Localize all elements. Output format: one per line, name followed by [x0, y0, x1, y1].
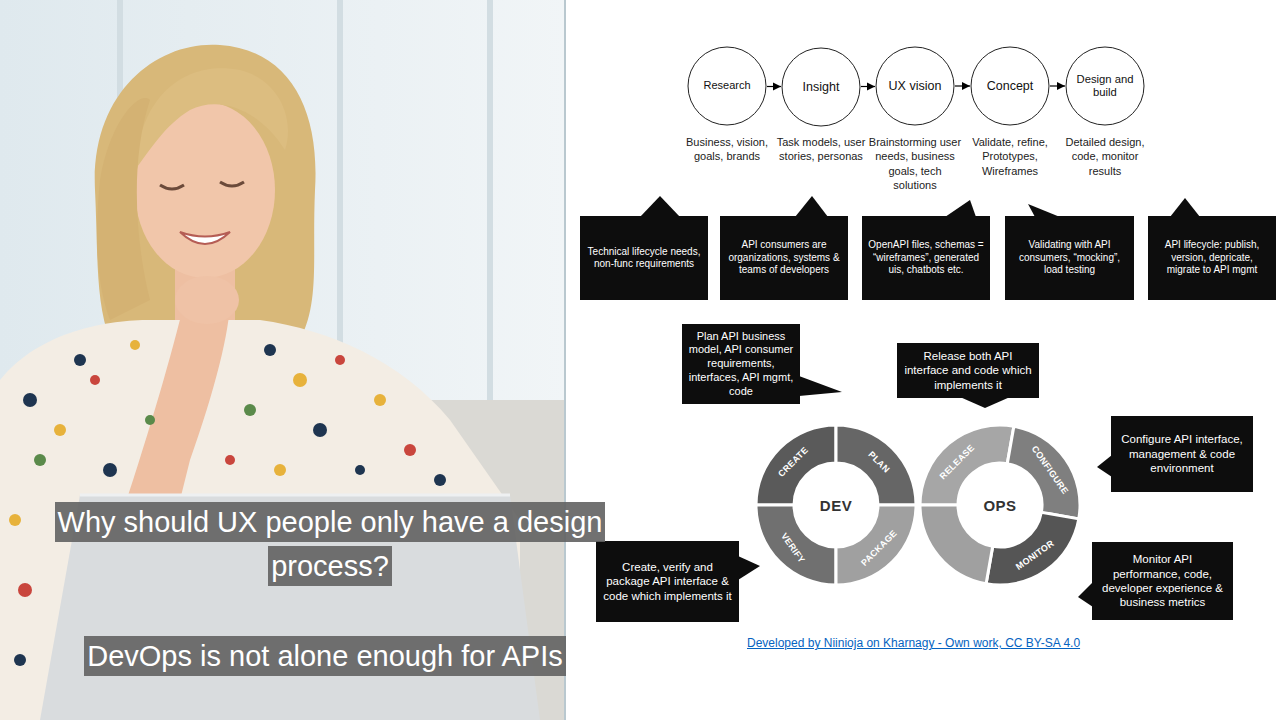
circle-outline-shape	[782, 48, 860, 126]
band-text: DevOps is not alone enough for APIs	[84, 636, 566, 676]
process-circle: Design and build	[1065, 46, 1145, 126]
circle-outline-shape	[688, 47, 766, 125]
callout-box: OpenAPI files, schemas = “wireframes”, g…	[862, 216, 990, 300]
step-description: Task models, user stories, personas	[773, 135, 869, 164]
circle-outline-shape	[971, 47, 1049, 125]
loop-segment	[920, 505, 993, 584]
circle-outline-shape	[876, 47, 954, 125]
process-circle: UX vision	[875, 46, 955, 126]
loop-segment	[920, 425, 1014, 505]
step-name: Insight	[803, 80, 840, 95]
loop-segment	[986, 512, 1079, 585]
step-description: Validate, refine, Prototypes, Wireframes	[962, 135, 1058, 178]
callout-text: Plan API business model, API consumer re…	[688, 330, 794, 399]
loop-center-label: DEV	[820, 497, 852, 514]
process-circle: Concept	[970, 46, 1050, 126]
step-description: Detailed design, code, monitor results	[1057, 135, 1153, 178]
step-name: Research	[703, 79, 750, 92]
callout-text: Configure API interface, management & co…	[1117, 432, 1247, 475]
band-text: Why should UX people only have a design …	[55, 502, 606, 586]
step-name: Design and build	[1065, 73, 1145, 100]
flow-arrow	[955, 85, 970, 86]
callout-text: Monitor API performance, code, developer…	[1098, 552, 1227, 610]
loop-segment	[1007, 426, 1080, 519]
callout-box: Configure API interface, management & co…	[1111, 416, 1253, 492]
title-band: Why should UX people only have a design …	[18, 500, 642, 588]
step-name: Concept	[987, 79, 1034, 94]
callout-box: Validating with API consumers, “mocking”…	[1005, 216, 1134, 300]
step-description: Business, vision, goals, brands	[679, 135, 775, 164]
callout-box: API lifecycle: publish, version, deprica…	[1148, 216, 1276, 300]
step-name: UX vision	[889, 79, 942, 94]
callout-text: Release both API interface and code whic…	[903, 349, 1033, 392]
callout-box: Plan API business model, API consumer re…	[682, 324, 800, 404]
process-circle: Research	[687, 46, 767, 126]
loop-segment	[836, 425, 916, 505]
subtitle-band: DevOps is not alone enough for APIs	[40, 634, 610, 678]
callout-box: Create, verify and package API interface…	[596, 541, 739, 622]
step-description: Brainstorming user needs, business goals…	[867, 135, 963, 192]
callout-text: API lifecycle: publish, version, deprica…	[1154, 239, 1270, 277]
callout-text: Create, verify and package API interface…	[602, 560, 733, 603]
flow-arrow	[861, 86, 875, 87]
callout-box: Monitor API performance, code, developer…	[1092, 542, 1233, 620]
callout-text: Technical lifecycle needs, non-func requ…	[586, 246, 702, 271]
callout-text: Validating with API consumers, “mocking”…	[1011, 239, 1128, 277]
callout-box: Release both API interface and code whic…	[897, 343, 1039, 398]
loop-segment	[836, 505, 916, 585]
process-circle: Insight	[781, 47, 861, 127]
flow-arrow	[767, 86, 781, 87]
loop-segment	[756, 505, 836, 585]
loop-segment	[756, 425, 836, 505]
callout-box: API consumers are organizations, systems…	[720, 216, 848, 300]
callout-box: Technical lifecycle needs, non-func requ…	[580, 216, 708, 300]
photo-illustration	[0, 0, 566, 720]
callout-text: API consumers are organizations, systems…	[726, 239, 842, 277]
loop-center-label: OPS	[983, 497, 1016, 514]
attribution-link: Developed by Niinioja on Kharnagy - Own …	[747, 636, 1080, 650]
circle-outline-shape	[1066, 47, 1144, 125]
flow-arrow	[1050, 85, 1065, 86]
callout-text: OpenAPI files, schemas = “wireframes”, g…	[868, 239, 984, 277]
